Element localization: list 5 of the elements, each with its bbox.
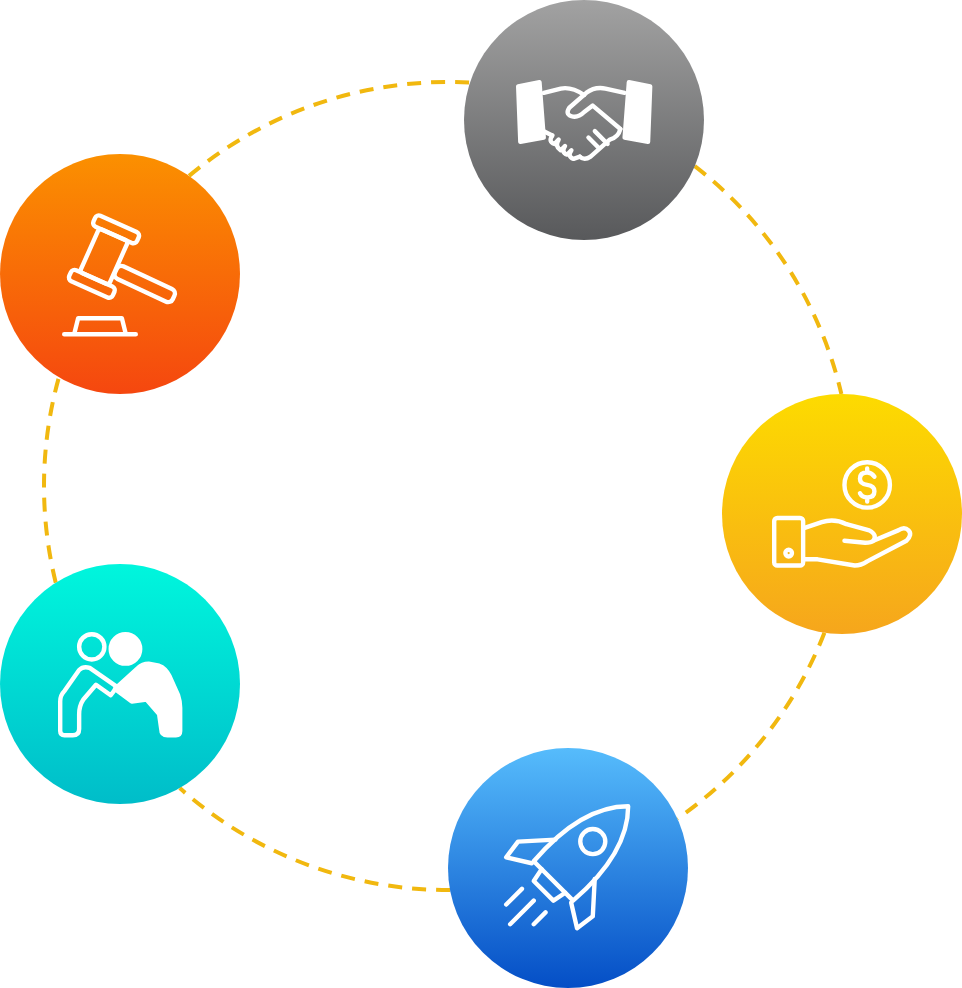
dashed-arc bbox=[676, 631, 827, 821]
dashed-arc bbox=[187, 80, 470, 178]
dashed-arc bbox=[42, 376, 61, 583]
dashed-arc bbox=[178, 786, 451, 892]
dashed-arc bbox=[693, 164, 844, 395]
